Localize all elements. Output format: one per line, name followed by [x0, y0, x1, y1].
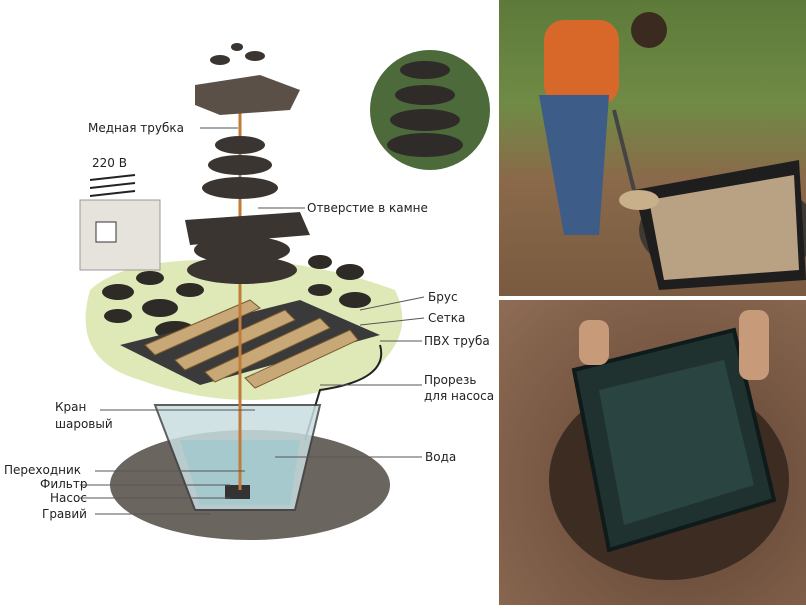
label-pvc-pipe: ПВХ труба: [424, 334, 490, 348]
label-pump-slot-1: Прорезь: [424, 373, 477, 387]
fountain-illustration: [79, 43, 490, 540]
label-mesh: Сетка: [428, 311, 466, 325]
label-pump-slot-2: для насоса: [424, 389, 495, 403]
label-ball-valve-2: шаровый: [55, 417, 113, 431]
label-copper-pipe: Медная трубка: [88, 121, 184, 135]
label-beam: Брус: [428, 290, 458, 304]
beams: [144, 299, 359, 389]
fountain-diagram: Медная трубка 220 В Отверстие в камне Бр…: [4, 43, 495, 540]
pump: [225, 485, 250, 499]
person-shirt: [544, 20, 619, 105]
label-pump: Насос: [50, 491, 87, 505]
label-stone-hole: Отверстие в камне: [307, 201, 428, 215]
leader-lines: [80, 127, 425, 515]
stone-stack: [185, 43, 310, 284]
wall: [79, 199, 161, 271]
person-jeans: [539, 95, 609, 235]
label-adapter: Переходник: [4, 463, 82, 477]
person-head: [631, 12, 667, 48]
label-ball-valve-1: Кран: [55, 400, 87, 414]
photo-digging: [499, 0, 806, 296]
hand-right: [739, 310, 769, 380]
label-gravel: Гравий: [42, 507, 87, 521]
label-water: Вода: [425, 450, 457, 464]
label-filter: Фильтр: [40, 477, 88, 491]
photo-placing-tub: [499, 300, 806, 605]
hand-left: [579, 320, 609, 365]
label-voltage: 220 В: [92, 156, 127, 170]
socket-icon: [95, 221, 117, 243]
